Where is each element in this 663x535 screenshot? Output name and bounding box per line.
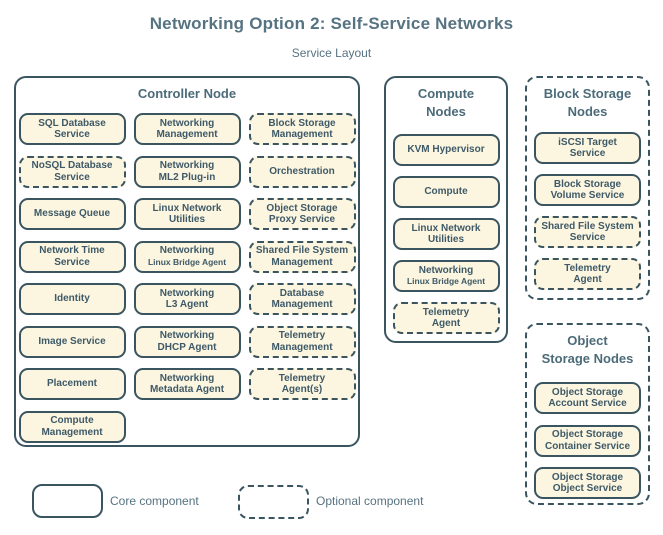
- service-label: KVM Hypervisor: [407, 144, 485, 156]
- page-title: Networking Option 2: Self-Service Networ…: [149, 14, 514, 33]
- service-box: Identity: [18, 283, 126, 315]
- legend-core-label: Core component: [110, 494, 199, 508]
- page-subtitle: Service Layout: [291, 46, 372, 60]
- service-box: Compute: [392, 176, 500, 208]
- node-title-line: Compute: [417, 86, 475, 101]
- service-label: Placement: [46, 378, 98, 390]
- node-title-line: Nodes: [567, 104, 608, 119]
- node-controller-title: Controller Node: [16, 85, 358, 103]
- node-title-line: Storage Nodes: [541, 351, 634, 366]
- node-title-line: Controller Node: [137, 86, 237, 101]
- node-title-line: Block Storage: [543, 86, 632, 101]
- service-label: Message Queue: [33, 208, 111, 220]
- node-object-storage-title: Object Storage Nodes: [527, 332, 648, 368]
- legend-optional-swatch: [238, 485, 309, 519]
- service-label: Orchestration: [269, 165, 335, 177]
- service-box: Message Queue: [18, 198, 126, 230]
- legend-core-swatch: [32, 484, 103, 518]
- service-box: Placement: [18, 368, 126, 400]
- service-label: Identity: [54, 293, 90, 305]
- service-label: Image Service: [38, 335, 106, 347]
- service-box: Image Service: [18, 325, 126, 358]
- service-box: KVM Hypervisor: [392, 134, 500, 166]
- node-compute-title: Compute Nodes: [386, 85, 506, 121]
- node-title-line: Nodes: [426, 104, 466, 119]
- legend-optional-label: Optional component: [316, 494, 424, 508]
- node-block-storage-title: Block Storage Nodes: [527, 85, 648, 121]
- node-compute: Compute Nodes KVM Hypervisor Compute Lin…: [384, 76, 508, 343]
- node-title-line: Object: [567, 333, 608, 348]
- service-label: Compute: [424, 186, 468, 198]
- service-box: Orchestration: [248, 155, 356, 188]
